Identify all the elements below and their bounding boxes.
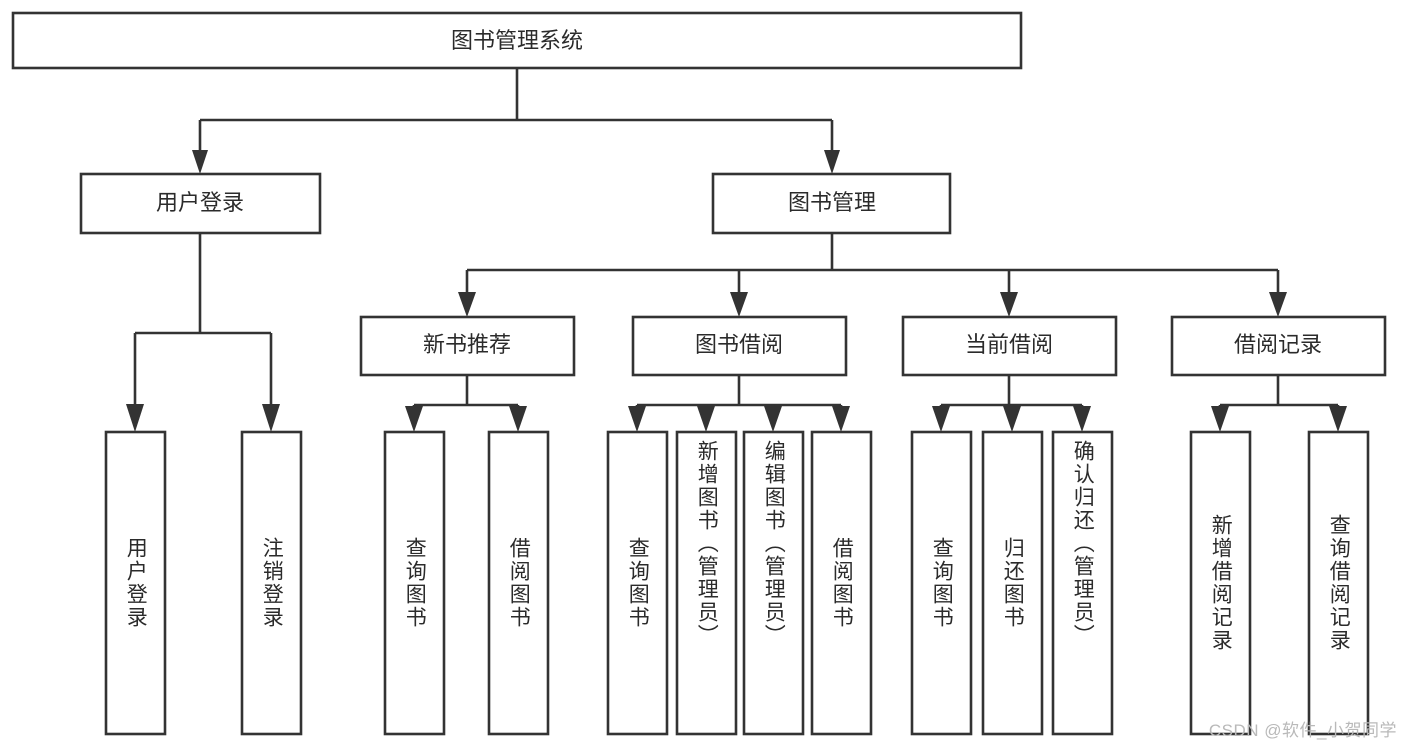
arrow-head-book-borrow <box>730 292 748 317</box>
node-current-borrow-label: 当前借阅 <box>965 332 1053 357</box>
node-leaf-query-book-1-box[interactable] <box>383 430 446 736</box>
arrow-head-leaf-edit-book <box>764 406 782 432</box>
node-book-manage-label: 图书管理 <box>788 190 876 215</box>
node-leaf-add-record-box[interactable] <box>1189 430 1252 736</box>
arrow-head-leaf-add-book <box>697 406 715 432</box>
arrow-head-leaf-user-login <box>126 404 144 432</box>
arrow-head-leaf-query-book-1 <box>405 406 423 432</box>
arrow-head-leaf-query-book-3 <box>932 406 950 432</box>
node-leaf-query-book-3-box[interactable] <box>910 430 973 736</box>
node-leaf-confirm-return-box[interactable] <box>1051 430 1114 736</box>
arrow-head-user-login <box>192 150 208 174</box>
connector-layer <box>126 68 1347 432</box>
node-leaf-borrow-book-2-box[interactable] <box>810 430 873 736</box>
node-borrow-record-box[interactable] <box>1170 315 1387 377</box>
node-book-manage-box[interactable] <box>711 172 952 235</box>
arrow-head-leaf-query-book-2 <box>628 406 646 432</box>
node-layer: 图书管理系统 用户登录 图书管理 新书推荐 图书借阅 当前借阅 借阅记录 <box>11 11 1387 736</box>
node-leaf-query-book-2-box[interactable] <box>606 430 669 736</box>
arrow-head-new-book-recommend <box>458 292 476 317</box>
node-leaf-user-login-box[interactable] <box>104 430 167 736</box>
arrow-head-leaf-add-record <box>1211 406 1229 432</box>
arrow-head-leaf-borrow-book-1 <box>509 406 527 432</box>
node-user-login-box[interactable] <box>79 172 322 235</box>
node-book-borrow-label: 图书借阅 <box>695 332 783 357</box>
arrow-head-leaf-user-logout <box>262 404 280 432</box>
node-new-book-recommend-label: 新书推荐 <box>423 332 511 357</box>
arrow-head-borrow-record <box>1269 292 1287 317</box>
node-leaf-add-book-box[interactable] <box>675 430 738 736</box>
node-leaf-return-book-box[interactable] <box>981 430 1044 736</box>
watermark-text: CSDN @软件_小贺同学 <box>1208 721 1397 740</box>
node-leaf-query-record-box[interactable] <box>1307 430 1370 736</box>
arrow-head-leaf-confirm-return <box>1073 406 1091 432</box>
node-leaf-edit-book-box[interactable] <box>742 430 805 736</box>
node-leaf-borrow-book-1-box[interactable] <box>487 430 550 736</box>
arrow-head-leaf-return-book <box>1003 406 1021 432</box>
arrow-head-book-manage <box>824 150 840 174</box>
arrow-head-leaf-query-record <box>1329 406 1347 432</box>
node-book-borrow-box[interactable] <box>631 315 848 377</box>
node-leaf-user-logout-box[interactable] <box>240 430 303 736</box>
node-root-box[interactable] <box>11 11 1023 70</box>
arrow-head-current-borrow <box>1000 292 1018 317</box>
node-root-label: 图书管理系统 <box>451 28 583 53</box>
node-user-login-label: 用户登录 <box>156 190 244 215</box>
node-borrow-record-label: 借阅记录 <box>1234 332 1322 357</box>
node-new-book-recommend-box[interactable] <box>359 315 576 377</box>
arrow-head-leaf-borrow-book-2 <box>832 406 850 432</box>
node-current-borrow-box[interactable] <box>901 315 1118 377</box>
